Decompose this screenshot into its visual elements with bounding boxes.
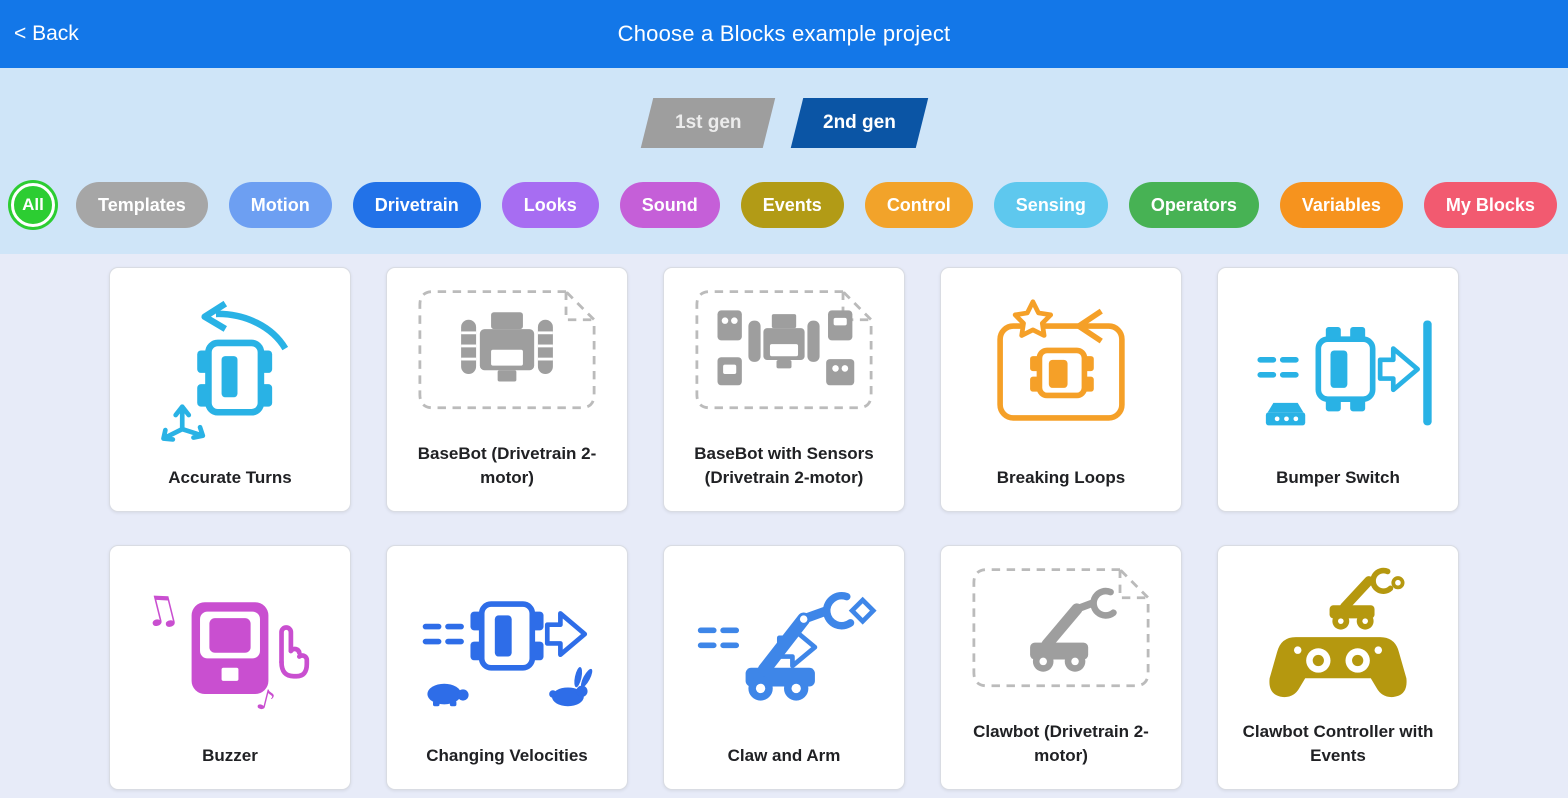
category-filter-label: All: [22, 195, 44, 214]
breaking-loops-icon: [941, 268, 1181, 466]
category-filter-pill[interactable]: All: [11, 183, 56, 227]
project-grid: Accurate Turns BaseBot (Drivetrain 2-mot…: [0, 254, 1568, 790]
bumper-switch-icon: [1218, 268, 1458, 466]
project-card[interactable]: Claw and Arm: [663, 545, 905, 790]
category-filter-label: Operators: [1150, 194, 1237, 215]
category-filter-label: Looks: [523, 194, 577, 215]
project-card[interactable]: Bumper Switch: [1217, 267, 1459, 512]
category-filter-label: Sensing: [1015, 194, 1086, 215]
category-filter-pill[interactable]: Looks: [501, 182, 599, 228]
basebot-template-icon: [387, 268, 627, 442]
clawbot-template-icon: [941, 546, 1181, 720]
app-header: < Back Choose a Blocks example project: [0, 0, 1568, 68]
back-button[interactable]: < Back: [14, 22, 79, 45]
category-filter-label: Variables: [1301, 194, 1381, 215]
category-filter-label: Sound: [641, 194, 698, 215]
generation-tab-label: 1st gen: [674, 112, 741, 133]
category-filter-pill[interactable]: My Blocks: [1423, 182, 1557, 228]
project-title: Bumper Switch: [1276, 468, 1400, 488]
generation-tab-label: 2nd gen: [822, 112, 896, 133]
category-filter-label: Events: [762, 194, 822, 215]
category-filter-pill[interactable]: Sound: [619, 182, 720, 228]
generation-tab[interactable]: 1st gen: [640, 98, 775, 148]
project-card[interactable]: ♫ ♪ Buzzer: [109, 545, 351, 790]
generation-tab[interactable]: 2nd gen: [790, 98, 928, 148]
category-filter-pill[interactable]: Templates: [76, 182, 208, 228]
category-filter-pill[interactable]: Drivetrain: [352, 182, 481, 228]
project-title: Accurate Turns: [168, 468, 292, 488]
project-card[interactable]: Clawbot Controller with Events: [1217, 545, 1459, 790]
page-title: Choose a Blocks example project: [617, 21, 951, 46]
filter-band: 1st gen 2nd gen All Templates Motion Dri…: [0, 68, 1568, 254]
category-filter-label: Templates: [98, 194, 186, 215]
project-title: Changing Velocities: [426, 746, 588, 766]
category-filter-pill[interactable]: Operators: [1128, 182, 1259, 228]
project-card[interactable]: BaseBot (Drivetrain 2-motor): [386, 267, 628, 512]
project-card[interactable]: Clawbot (Drivetrain 2-motor): [940, 545, 1182, 790]
project-card[interactable]: BaseBot with Sensors (Drivetrain 2-motor…: [663, 267, 905, 512]
category-filter-pill[interactable]: Control: [864, 182, 973, 228]
claw-and-arm-icon: [664, 546, 904, 744]
project-title: Breaking Loops: [996, 468, 1126, 488]
generation-tabs: 1st gen 2nd gen: [0, 98, 1568, 148]
category-filter-pill[interactable]: Events: [740, 182, 844, 228]
category-filter-pill[interactable]: Sensing: [993, 182, 1108, 228]
category-filter-label: Motion: [250, 194, 310, 215]
project-title: Clawbot Controller with Events: [1242, 721, 1434, 766]
accurate-turns-icon: [110, 268, 350, 466]
buzzer-icon: ♫ ♪: [110, 546, 350, 744]
project-card[interactable]: Changing Velocities: [386, 545, 628, 790]
basebot-sensors-template-icon: [664, 268, 904, 442]
project-title: Clawbot (Drivetrain 2-motor): [973, 721, 1149, 766]
category-filter-label: Control: [886, 194, 951, 215]
project-title: Buzzer: [202, 746, 258, 766]
category-filter-label: Drivetrain: [374, 194, 459, 215]
project-title: BaseBot with Sensors (Drivetrain 2-motor…: [694, 443, 874, 488]
category-filter-pill[interactable]: Motion: [228, 182, 332, 228]
clawbot-controller-icon: [1218, 546, 1458, 720]
category-filter-bar: All Templates Motion Drivetrain Looks So…: [0, 182, 1568, 228]
project-title: BaseBot (Drivetrain 2-motor): [417, 443, 597, 488]
category-filter-label: My Blocks: [1445, 194, 1535, 215]
project-card[interactable]: Accurate Turns: [109, 267, 351, 512]
svg-text:♫: ♫: [137, 583, 184, 639]
project-card[interactable]: Breaking Loops: [940, 267, 1182, 512]
category-filter-pill[interactable]: Variables: [1279, 182, 1403, 228]
changing-velocities-icon: [387, 546, 627, 744]
project-title: Claw and Arm: [727, 746, 841, 766]
